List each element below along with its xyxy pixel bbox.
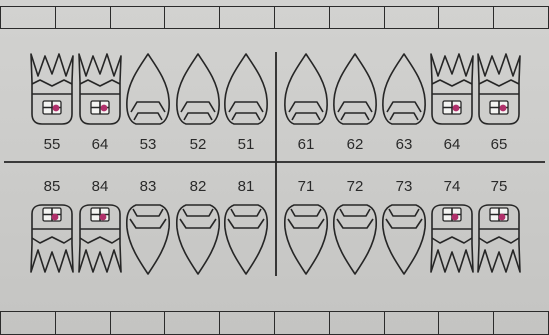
upper-tooth[interactable] — [478, 54, 520, 124]
upper-tooth[interactable] — [177, 54, 219, 124]
caries-dot — [500, 105, 507, 112]
lower-tooth[interactable] — [334, 205, 376, 274]
upper-tooth[interactable] — [79, 54, 121, 124]
tooth-number: 83 — [140, 178, 157, 195]
tooth-number: 61 — [298, 136, 315, 153]
tooth-number: 62 — [347, 136, 364, 153]
caries-dot — [452, 214, 459, 221]
tooth-number: 73 — [396, 178, 413, 195]
tooth-number: 64 — [92, 136, 109, 153]
answer-box[interactable] — [56, 311, 111, 335]
tooth-number: 74 — [444, 178, 461, 195]
tooth-number: 65 — [491, 136, 508, 153]
caries-dot — [499, 214, 506, 221]
tooth-number: 82 — [190, 178, 207, 195]
answer-box[interactable] — [330, 311, 385, 335]
caries-dot — [53, 105, 60, 112]
answer-box[interactable] — [385, 311, 440, 335]
tooth-number: 55 — [44, 136, 61, 153]
tooth-number: 63 — [396, 136, 413, 153]
answer-box[interactable] — [165, 311, 220, 335]
lower-tooth[interactable] — [285, 205, 327, 274]
answer-box[interactable] — [439, 311, 494, 335]
caries-dot — [100, 214, 107, 221]
upper-tooth[interactable] — [285, 54, 327, 124]
lower-tooth[interactable] — [31, 205, 73, 272]
tooth-number: 71 — [298, 178, 315, 195]
answer-box[interactable] — [494, 311, 549, 335]
upper-tooth[interactable] — [383, 54, 425, 124]
tooth-number: 53 — [140, 136, 157, 153]
caries-dot — [453, 105, 460, 112]
tooth-number: 64 — [444, 136, 461, 153]
upper-tooth[interactable] — [31, 54, 73, 124]
caries-dot — [101, 105, 108, 112]
bottom-answer-boxes — [0, 311, 549, 335]
upper-tooth[interactable] — [334, 54, 376, 124]
lower-tooth[interactable] — [431, 205, 473, 272]
lower-tooth[interactable] — [177, 205, 219, 274]
tooth-number: 84 — [92, 178, 109, 195]
lower-tooth[interactable] — [478, 205, 520, 272]
lower-tooth[interactable] — [127, 205, 169, 274]
lower-tooth[interactable] — [79, 205, 121, 272]
answer-box[interactable] — [220, 311, 275, 335]
answer-box[interactable] — [111, 311, 166, 335]
tooth-number: 52 — [190, 136, 207, 153]
lower-tooth[interactable] — [225, 205, 267, 274]
tooth-number: 72 — [347, 178, 364, 195]
tooth-number: 75 — [491, 178, 508, 195]
tooth-number: 51 — [238, 136, 255, 153]
upper-tooth[interactable] — [127, 54, 169, 124]
caries-dot — [52, 214, 59, 221]
tooth-number: 85 — [44, 178, 61, 195]
tooth-number: 81 — [238, 178, 255, 195]
lower-tooth[interactable] — [383, 205, 425, 274]
upper-tooth[interactable] — [431, 54, 473, 124]
answer-box[interactable] — [0, 311, 56, 335]
answer-box[interactable] — [275, 311, 330, 335]
upper-tooth[interactable] — [225, 54, 267, 124]
